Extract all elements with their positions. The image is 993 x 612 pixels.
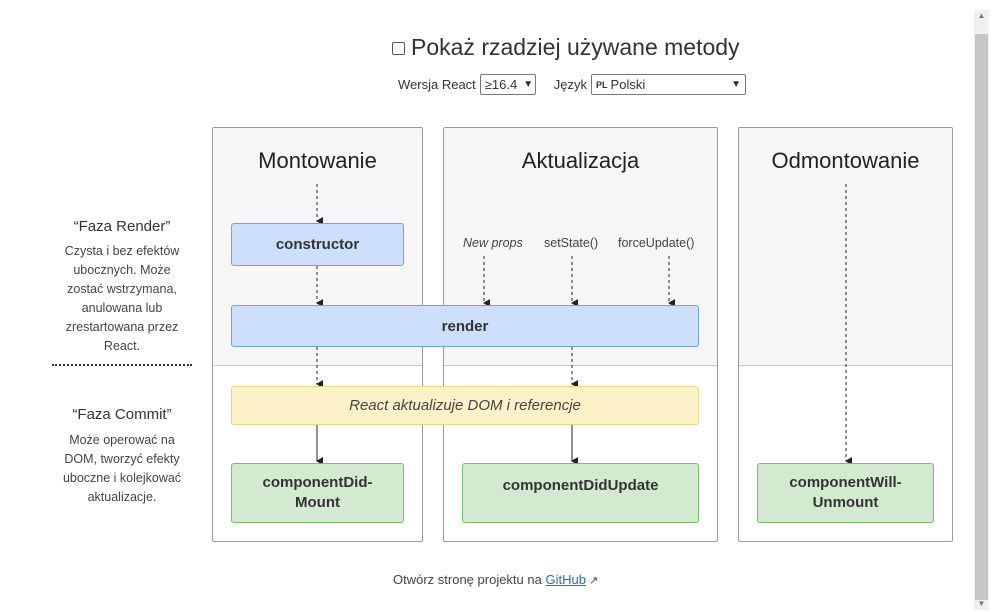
- commit-phase-description: Może operować na DOM, tworzyć efekty ubo…: [62, 433, 182, 504]
- dom-update-node: React aktualizuje DOM i referencje: [231, 386, 699, 425]
- unmounting-title: Odmontowanie: [771, 148, 920, 173]
- scroll-up-icon[interactable]: ▲: [977, 11, 986, 20]
- rare-methods-toggle[interactable]: Pokaż rzadziej używane metody: [392, 34, 740, 61]
- trigger-set-state: setState(): [544, 236, 599, 250]
- language-value: Polski: [610, 77, 646, 92]
- rare-methods-label[interactable]: Pokaż rzadziej używane metody: [411, 34, 740, 60]
- scroll-down-icon[interactable]: ▼: [977, 599, 986, 608]
- rare-methods-checkbox[interactable]: [392, 42, 405, 55]
- render-phase-description: Czysta i bez efektów ubocznych. Może zos…: [64, 244, 180, 353]
- component-did-mount-node[interactable]: componentDid- Mount: [231, 463, 404, 523]
- did-mount-label: componentDid- Mount: [262, 474, 373, 511]
- constructor-label: constructor: [275, 236, 360, 253]
- footer-text: Otwórz stronę projektu na: [393, 572, 546, 587]
- mounting-title: Montowanie: [258, 148, 377, 173]
- version-select[interactable]: ≥16.4 ▼: [479, 74, 536, 95]
- scrollbar-thumb[interactable]: [975, 34, 988, 600]
- commit-phase-title: “Faza Commit”: [72, 406, 172, 423]
- did-update-label: componentDidUpdate: [502, 477, 659, 494]
- footer: Otwórz stronę projektu na GitHub↗: [393, 572, 598, 587]
- chevron-down-icon: ▼: [731, 79, 742, 90]
- render-label: render: [441, 317, 489, 335]
- trigger-new-props: New props: [463, 236, 523, 250]
- component-will-unmount-node[interactable]: componentWill- Unmount: [757, 463, 934, 523]
- constructor-node[interactable]: constructor: [231, 223, 404, 266]
- external-link-icon: ↗: [588, 575, 599, 587]
- language-label: Język: [553, 77, 588, 92]
- trigger-force-update: forceUpdate(): [618, 236, 695, 250]
- flag-icon: PL: [596, 79, 608, 90]
- component-did-update-node[interactable]: componentDidUpdate: [462, 463, 699, 523]
- version-label: Wersja React: [398, 77, 476, 92]
- options-row: Wersja React ≥16.4 ▼ Język PL Polski ▼: [398, 74, 747, 95]
- version-value: ≥16.4: [484, 77, 518, 92]
- phase-divider: [52, 364, 192, 366]
- updating-title: Aktualizacja: [521, 148, 640, 173]
- language-select[interactable]: PL Polski ▼: [591, 74, 747, 95]
- render-node[interactable]: render: [231, 305, 699, 347]
- render-phase-title: “Faza Render”: [73, 218, 171, 235]
- dom-update-label: React aktualizuje DOM i referencje: [349, 397, 581, 414]
- scrollbar[interactable]: ▲ ▼: [974, 10, 989, 610]
- will-unmount-label: componentWill- Unmount: [789, 474, 902, 511]
- chevron-down-icon: ▼: [523, 79, 534, 90]
- github-link[interactable]: GitHub: [545, 572, 586, 587]
